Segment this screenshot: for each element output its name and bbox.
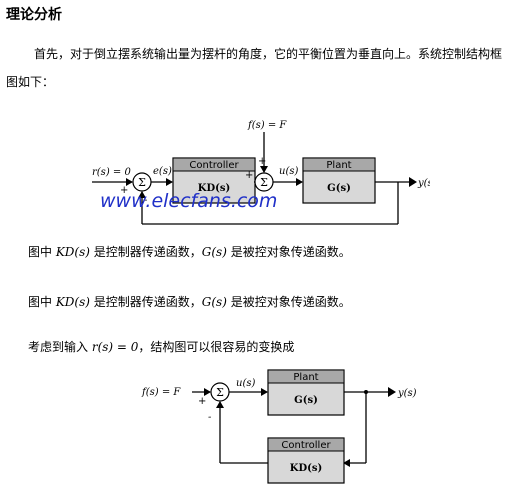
section-heading: 理论分析 <box>6 7 62 23</box>
disturbance-arrowhead <box>260 166 268 173</box>
plus-sign-1: + <box>120 185 128 196</box>
sum-symbol-2: Σ <box>260 176 268 189</box>
plus-sign-2: + <box>245 170 253 181</box>
disturbance-label: f(s) = F <box>247 120 287 131</box>
input-zero-inline: r(s) = 0 <box>91 340 139 354</box>
plant-header-2 <box>267 369 345 384</box>
control-label: u(s) <box>279 166 298 177</box>
watermark: www.elecfans.com <box>100 190 277 212</box>
minus-sign-2: - <box>208 412 212 423</box>
controller-header-2 <box>267 437 345 452</box>
controller-tf-inline: KD(s) <box>55 245 90 259</box>
input-label-2: f(s) = F <box>141 387 181 398</box>
input-label: r(s) = 0 <box>92 167 131 178</box>
block-diagram-transformed: f(s) = F + Σ - u(s) Plant G(s) y(s) Cont… <box>141 369 417 484</box>
error-label: e(s) <box>153 166 172 177</box>
plant-header <box>302 157 376 172</box>
plant-transfer-function: G(s) <box>327 183 351 194</box>
transform-paragraph: 考虑到输入 r(s) = 0，结构图可以很容易的变换成 <box>28 340 295 354</box>
plus-sign-3: + <box>198 396 206 407</box>
intro-paragraph: 首先，对于倒立摆系统输出量为摆杆的角度，它的平衡位置为垂直向上。系统控制结构框图… <box>6 47 503 89</box>
controller-title-2: Controller <box>281 440 331 451</box>
controller-transfer-function: KD(s) <box>198 183 230 194</box>
plant-transfer-function-2: G(s) <box>294 395 318 406</box>
output-label-2: y(s) <box>397 388 417 399</box>
block-diagram-original: f(s) = F + r(s) = 0 + Σ - e(s) Controlle… <box>92 120 430 225</box>
description-paragraph-1: 图中 KD(s) 是控制器传递函数，G(s) 是被控对象传递函数。 <box>28 245 351 259</box>
description-paragraph-2: 图中 KD(s) 是控制器传递函数，G(s) 是被控对象传递函数。 <box>28 295 351 309</box>
input-arrowhead <box>126 178 133 186</box>
sum-symbol-3: Σ <box>216 386 224 399</box>
controller-transfer-function-2: KD(s) <box>290 463 322 474</box>
controller-title: Controller <box>189 160 239 171</box>
plant-tf-inline: G(s) <box>201 245 227 259</box>
plant-title-2: Plant <box>293 372 318 383</box>
output-label: y(s) <box>417 178 430 189</box>
controller-header <box>172 157 256 172</box>
plant-title: Plant <box>326 160 351 171</box>
controller-tf-inline-2: KD(s) <box>55 295 90 309</box>
plus-sign-disturbance: + <box>258 156 266 167</box>
sum-symbol-1: Σ <box>138 176 146 189</box>
minus-sign-1: - <box>144 195 148 206</box>
control-label-2: u(s) <box>236 378 255 389</box>
plant-tf-inline-2: G(s) <box>201 295 227 309</box>
